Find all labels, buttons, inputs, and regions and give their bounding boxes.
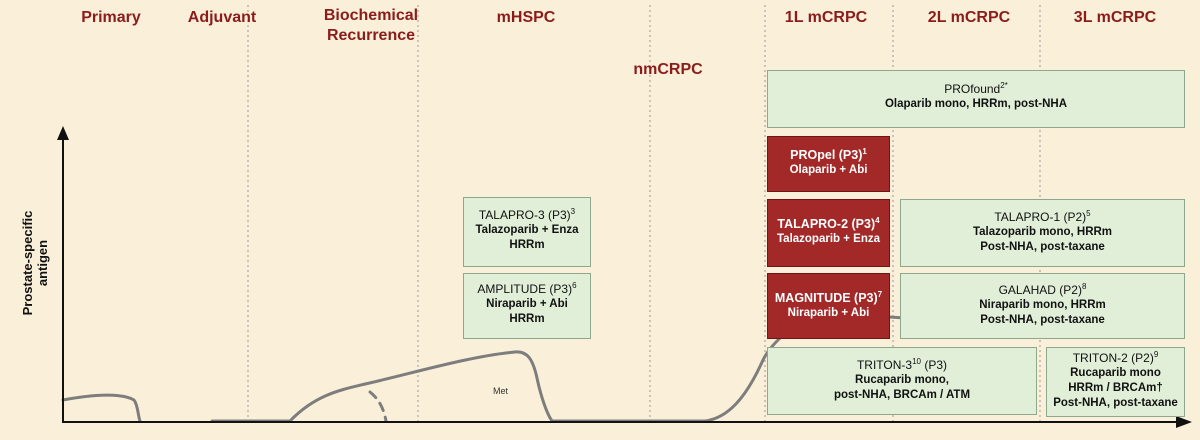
trial-line: Rucaparib mono, [855, 374, 949, 386]
trial-line: HRRm [509, 313, 545, 325]
trial-line: HRRm / BRCAm† [1068, 382, 1163, 394]
trial-box-triton-3: TRITON-310 (P3) Rucaparib mono, post-NHA… [767, 347, 1037, 415]
x-axis-arrowhead [1176, 416, 1192, 428]
stage-label-biochemical-recurrence: Biochemical Recurrence [323, 7, 419, 44]
psa-curve-dashed [368, 390, 388, 423]
psa-curve-primary [61, 393, 142, 423]
trial-box-amplitude: AMPLITUDE (P3)6 Niraparib + Abi HRRm [463, 273, 591, 339]
trial-title-amplitude: AMPLITUDE (P3)6 [477, 281, 577, 297]
trial-box-profound: PROfound2* Olaparib mono, HRRm, post-NHA [767, 70, 1185, 128]
trial-title-propel: PROpel (P3)1 [790, 146, 867, 162]
trial-line: HRRm [509, 239, 545, 251]
trial-line: Post-NHA, post-taxane [980, 241, 1105, 253]
trial-box-galahad: GALAHAD (P2)8 Niraparib mono, HRRm Post-… [900, 273, 1185, 339]
trial-line: Talazoparib + Enza [777, 233, 880, 245]
trial-line: Niraparib + Abi [486, 298, 568, 310]
trial-line: Post-NHA, post-taxane [980, 314, 1105, 326]
trial-line: post-NHA, BRCAm / ATM [833, 389, 971, 401]
trial-line: Post-NHA, post-taxane [1053, 397, 1178, 409]
trial-title-magnitude: MAGNITUDE (P3)7 [774, 289, 883, 305]
stage-label-primary: Primary [81, 9, 141, 26]
trial-line: Niraparib mono, HRRm [979, 299, 1106, 311]
stage-label-1l-mcrpc: 1L mCRPC [784, 9, 868, 26]
trial-box-talapro-3: TALAPRO-3 (P3)3 Talazoparib + Enza HRRm [463, 197, 591, 267]
trial-line: Talazoparib mono, HRRm [972, 226, 1113, 238]
stage-label-3l-mcrpc: 3L mCRPC [1073, 9, 1157, 26]
trial-title-profound: PROfound2* [944, 81, 1008, 97]
trial-box-talapro-1: TALAPRO-1 (P2)5 Talazoparib mono, HRRm P… [900, 199, 1185, 267]
stage-label-nmcrpc: nmCRPC [633, 61, 703, 78]
trial-box-triton-2: TRITON-2 (P2)9 Rucaparib mono HRRm / BRC… [1046, 347, 1185, 417]
y-axis-label: Prostate-specific antigen [20, 210, 50, 316]
stage-label-mhspc: mHSPC [496, 9, 556, 26]
trial-line: Talazoparib + Enza [475, 224, 579, 236]
trial-title-talapro-3: TALAPRO-3 (P3)3 [478, 207, 576, 223]
y-axis-arrowhead [57, 126, 69, 140]
curve-label-met: Met [493, 386, 509, 396]
trial-box-propel: PROpel (P3)1 Olaparib + Abi [767, 136, 890, 192]
trial-box-talapro-2: TALAPRO-2 (P3)4 Talazoparib + Enza [767, 199, 890, 267]
stage-label-adjuvant: Adjuvant [187, 9, 257, 26]
trial-line: Olaparib + Abi [789, 164, 868, 176]
stage-label-2l-mcrpc: 2L mCRPC [927, 9, 1011, 26]
trial-title-galahad: GALAHAD (P2)8 [998, 282, 1087, 298]
trial-title-talapro-2: TALAPRO-2 (P3)4 [777, 215, 880, 231]
axes [57, 126, 1192, 428]
trial-title-triton-3: TRITON-310 (P3) [856, 357, 948, 373]
trial-title-talapro-1: TALAPRO-1 (P2)5 [994, 209, 1091, 225]
trial-line: Rucaparib mono [1070, 367, 1161, 379]
trial-title-triton-2: TRITON-2 (P2)9 [1072, 350, 1159, 366]
trial-line: Niraparib + Abi [787, 307, 870, 319]
trial-line: Olaparib mono, HRRm, post-NHA [884, 98, 1068, 110]
trial-box-magnitude: MAGNITUDE (P3)7 Niraparib + Abi [767, 273, 890, 339]
